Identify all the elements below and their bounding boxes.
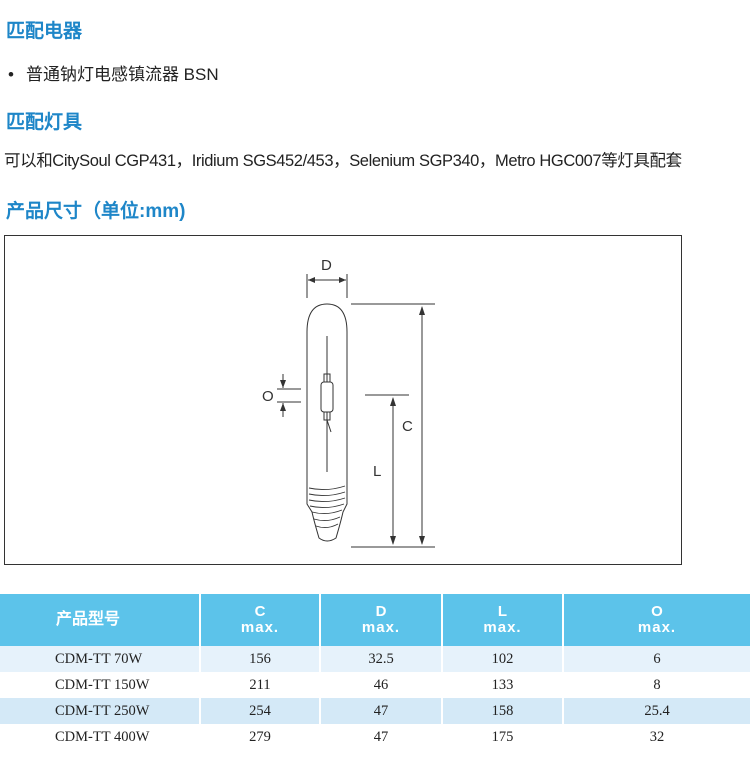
arrow-d-left bbox=[308, 277, 315, 283]
header-model: 产品型号 bbox=[0, 594, 201, 646]
cell-d: 32.5 bbox=[320, 646, 443, 672]
section-title-ballast: 匹配电器 bbox=[6, 21, 83, 42]
cell-c: 211 bbox=[200, 672, 321, 698]
ballast-item-text: 普通钠灯电感镇流器 BSN bbox=[25, 65, 219, 84]
cell-c: 254 bbox=[200, 698, 321, 724]
cell-l: 158 bbox=[442, 698, 564, 724]
cell-model: CDM-TT 250W bbox=[0, 698, 201, 724]
cell-l: 175 bbox=[442, 724, 564, 750]
cell-c: 156 bbox=[200, 646, 321, 672]
table-row: CDM-TT 150W 211 46 133 8 bbox=[0, 672, 750, 698]
cell-l: 133 bbox=[442, 672, 564, 698]
lamp-tube-outline bbox=[306, 303, 348, 478]
cell-o: 8 bbox=[563, 672, 750, 698]
ballast-list-item: • 普通钠灯电感镇流器 BSN bbox=[8, 60, 219, 85]
arrow-d-right bbox=[339, 277, 346, 283]
cell-o: 25.4 bbox=[563, 698, 750, 724]
section-title-dimensions: 产品尺寸（单位:mm) bbox=[6, 201, 186, 222]
arrow-c-top bbox=[419, 306, 425, 315]
section-title-luminaire: 匹配灯具 bbox=[6, 112, 83, 133]
lamp-base-outline bbox=[306, 478, 348, 542]
table-row: CDM-TT 250W 254 47 158 25.4 bbox=[0, 698, 750, 724]
cell-model: CDM-TT 70W bbox=[0, 646, 201, 672]
cell-model: CDM-TT 400W bbox=[0, 724, 201, 750]
label-o: O bbox=[262, 388, 274, 405]
label-l: L bbox=[373, 463, 381, 480]
label-d: D bbox=[321, 257, 332, 274]
bullet-icon: • bbox=[8, 65, 14, 84]
arrow-o-top bbox=[280, 380, 286, 388]
cell-l: 102 bbox=[442, 646, 564, 672]
lamp-dimension-diagram: D O C L bbox=[4, 235, 682, 565]
table-row: CDM-TT 70W 156 32.5 102 6 bbox=[0, 646, 750, 672]
luminaire-description: 可以和CitySoul CGP431，Iridium SGS452/453，Se… bbox=[4, 152, 682, 170]
cell-o: 32 bbox=[563, 724, 750, 750]
arrow-l-bottom bbox=[390, 536, 396, 545]
cell-c: 279 bbox=[200, 724, 321, 750]
arrow-l-top bbox=[390, 397, 396, 406]
cell-d: 47 bbox=[320, 724, 443, 750]
arrow-o-bottom bbox=[280, 403, 286, 411]
arrow-c-bottom bbox=[419, 536, 425, 545]
cell-model: CDM-TT 150W bbox=[0, 672, 201, 698]
cell-d: 47 bbox=[320, 698, 443, 724]
table-row: CDM-TT 400W 279 47 175 32 bbox=[0, 724, 750, 750]
lamp-drawing: D O C L bbox=[262, 257, 435, 548]
cell-d: 46 bbox=[320, 672, 443, 698]
cell-o: 6 bbox=[563, 646, 750, 672]
label-c: C bbox=[402, 418, 413, 435]
